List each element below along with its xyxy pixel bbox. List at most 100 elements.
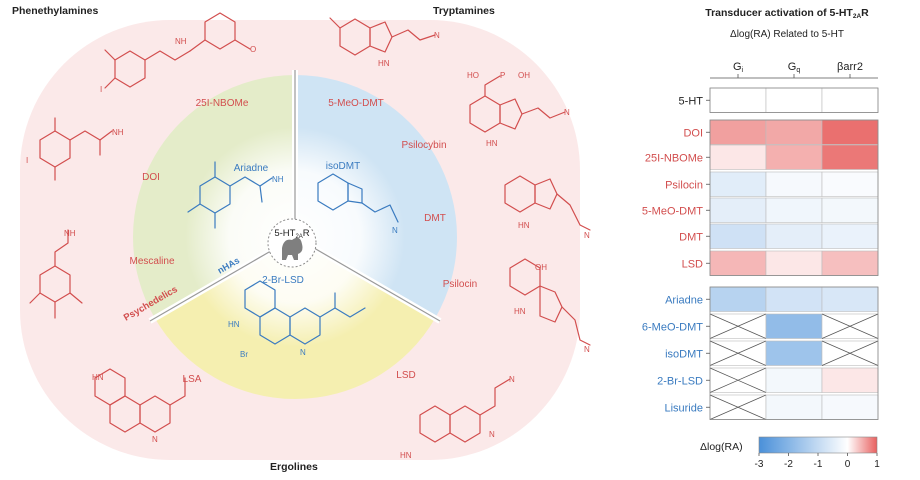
- na-cross: [709, 340, 767, 366]
- atom-n-lsa: N: [152, 435, 158, 444]
- column-label-1: Gq: [788, 61, 801, 74]
- sector-label-mescaline: Mescaline: [129, 256, 174, 267]
- colorbar-tick-label: 1: [874, 459, 880, 470]
- colorbar-tick-label: -2: [784, 459, 793, 470]
- atom-p: P: [500, 71, 505, 80]
- row-label: isoDMT: [665, 348, 703, 360]
- heatmap-cell: [709, 286, 767, 312]
- na-cross: [709, 394, 767, 420]
- heatmap-cell: [821, 367, 879, 393]
- molecule-2-br-lsd: HN Br N: [228, 280, 366, 359]
- sector-label-psilocybin: Psilocybin: [401, 140, 446, 151]
- row-label: Psilocin: [665, 179, 703, 191]
- receptor-wheel-panel: 5-HT2AR Phenethylamines Tryptamines Ergo…: [12, 5, 591, 473]
- heatmap-cell: [709, 171, 767, 197]
- row-label: 25I-NBOMe: [645, 152, 703, 164]
- atom-hn-lsd: HN: [400, 451, 412, 460]
- molecule-dmt: HN N: [504, 175, 591, 240]
- sector-label-doi: DOI: [142, 172, 160, 183]
- psychedelic-frame: [709, 119, 879, 276]
- atom-n-psilocybin: N: [564, 108, 570, 117]
- sector-label-dmt: DMT: [424, 213, 446, 224]
- heatmap-cell: [709, 119, 767, 145]
- atom-hn-psilocybin: HN: [486, 139, 498, 148]
- atom-n-psilocin: N: [584, 345, 590, 354]
- atom-oh-psilocin: OH: [535, 263, 547, 272]
- molecule-25i-nbome: NH I O: [100, 12, 256, 94]
- molecule-lsa: HN N: [92, 368, 186, 444]
- column-label-2: βarr2: [837, 61, 863, 73]
- atom-nh2-ariadne: NH: [272, 175, 284, 184]
- molecule-mescaline: NH: [29, 229, 83, 319]
- inner-label-2-br-lsd: 2-Br-LSD: [262, 275, 304, 286]
- atom-ho: HO: [467, 71, 479, 80]
- atom-hn-psilocin: HN: [514, 307, 526, 316]
- colorbar: [758, 436, 878, 454]
- na-cross: [709, 313, 767, 339]
- heatmap-cell: [765, 171, 823, 197]
- heatmap-cell: [821, 223, 879, 249]
- atom-nh2-mescaline: NH: [64, 229, 76, 238]
- heatmap-cell: [821, 197, 879, 223]
- atom-i: I: [100, 85, 102, 94]
- row-label: 6-MeO-DMT: [642, 321, 703, 333]
- molecule-isodmt: N: [317, 173, 399, 235]
- heatmap-cell: [765, 340, 823, 366]
- molecule-ariadne: NH: [187, 161, 284, 229]
- molecule-psilocybin: HO P OH HN N: [467, 71, 570, 148]
- colorbar-tick-label: -1: [814, 459, 823, 470]
- heatmap-cell: [765, 197, 823, 223]
- sector-label-25i-nbome: 25I-NBOMe: [196, 98, 249, 109]
- heatmap-cell: [821, 119, 879, 145]
- row-label: 5-HT: [679, 95, 704, 107]
- heatmap-cell: [765, 119, 823, 145]
- heatmap-cell: [765, 223, 823, 249]
- heatmap-cell: [821, 394, 879, 420]
- atom-n-2brlsd: N: [300, 348, 306, 357]
- heatmap-cell: [765, 250, 823, 276]
- heatmap-cell: [765, 367, 823, 393]
- atom-n-5meo: N: [434, 31, 440, 40]
- heatmap-cell: [709, 250, 767, 276]
- atom-n-isodmt: N: [392, 226, 398, 235]
- ergolines-title: Ergolines: [270, 461, 318, 473]
- heatmap-subtitle: Δlog(RA) Related to 5-HT: [730, 29, 844, 40]
- tryptamines-title: Tryptamines: [433, 5, 495, 17]
- atom-nh2-doi: NH: [112, 128, 124, 137]
- row-label: DOI: [683, 127, 703, 139]
- molecule-lsd: HN N N: [400, 375, 515, 460]
- row-label: Lisuride: [664, 402, 703, 414]
- molecule-doi: NH I: [26, 117, 124, 181]
- molecule-5-meo-dmt: HN N: [329, 17, 440, 68]
- atom-nh: NH: [175, 37, 187, 46]
- heatmap-cell: [821, 87, 879, 113]
- heatmap-column-labels: Gi Gq βarr2: [710, 61, 878, 79]
- heatmap-cell: [821, 250, 879, 276]
- colorbar-label: Δlog(RA): [700, 441, 743, 453]
- atom-oh-psilocybin: OH: [518, 71, 530, 80]
- heatmap-cell: [821, 144, 879, 170]
- atom-br: Br: [240, 350, 248, 359]
- sector-label-lsa: LSA: [183, 374, 202, 385]
- heatmap-title: Transducer activation of 5-HT2AR: [705, 7, 869, 20]
- atom-n-dmt: N: [584, 231, 590, 240]
- atom-hn-5meo: HN: [378, 59, 390, 68]
- atom-i-doi: I: [26, 156, 28, 165]
- heatmap-cell: [821, 286, 879, 312]
- atom-hn-lsa: HN: [92, 373, 104, 382]
- atom-o: O: [250, 45, 256, 54]
- heatmap-cell: [765, 394, 823, 420]
- heatmap-cell: [765, 144, 823, 170]
- na-cross: [821, 340, 879, 366]
- inner-label-ariadne: Ariadne: [234, 163, 269, 174]
- heatmap-cell: [709, 223, 767, 249]
- column-label-0: Gi: [733, 61, 744, 74]
- colorbar-tick-label: 0: [845, 459, 851, 470]
- heatmap-cell: [765, 87, 823, 113]
- row-label: LSD: [682, 258, 703, 270]
- heatmap-cell: [765, 286, 823, 312]
- atom-n-lsd-amide: N: [509, 375, 515, 384]
- sector-label-psilocin: Psilocin: [443, 279, 477, 290]
